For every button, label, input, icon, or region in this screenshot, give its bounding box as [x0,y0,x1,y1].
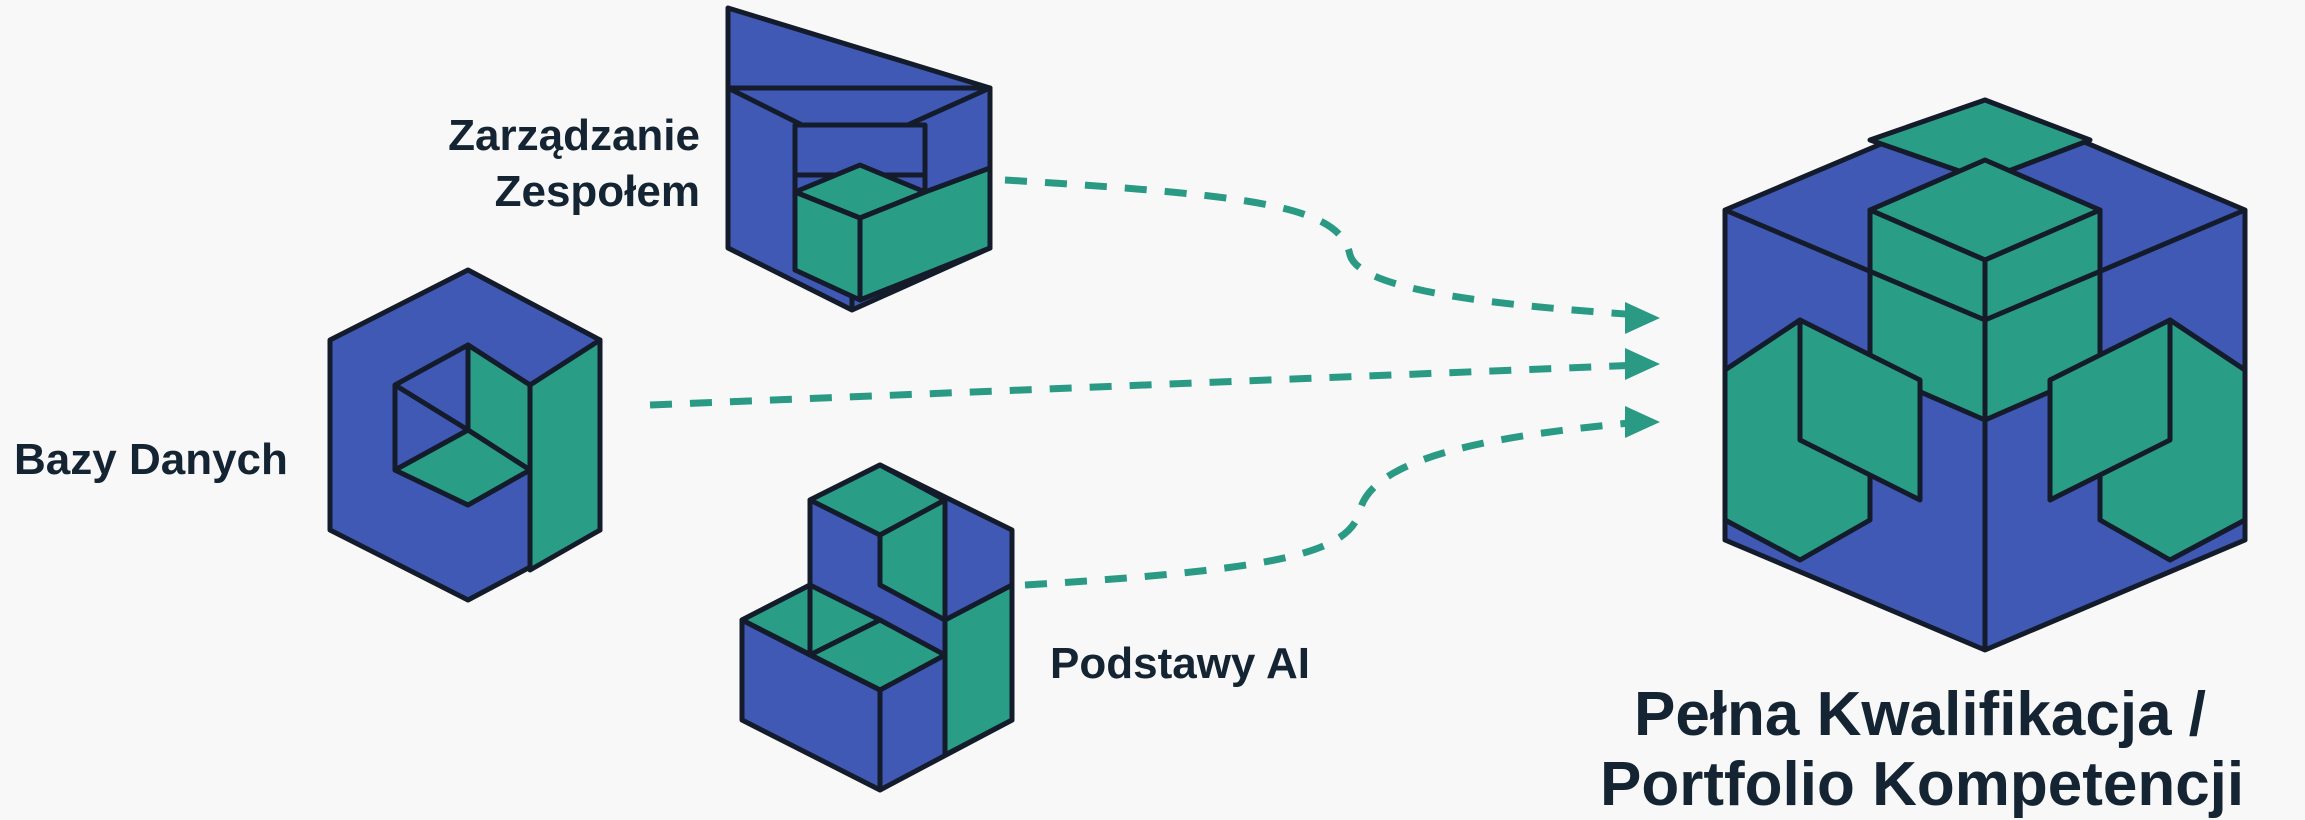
databases-module-label: Bazy Danych [14,432,288,488]
ai-basics-block-icon [739,462,1015,793]
management-label-line1: Zarządzanie [448,111,700,160]
qualification-label: Pełna Kwalifikacja / Portfolio Kompetenc… [1600,680,2245,820]
arrowhead-top [1625,302,1660,334]
management-label-line2: Zespołem [494,167,700,216]
databases-label: Bazy Danych [14,435,288,484]
arrow-management-to-qualification [1004,176,1644,320]
arrow-ai-to-qualification [1024,417,1644,589]
arrowhead-middle [1625,348,1660,380]
management-module-label: Zarządzanie Zespołem [400,108,700,220]
ai-basics-module-label: Podstawy AI [1050,636,1310,692]
management-cube-icon [725,5,993,313]
qualification-label-line2: Portfolio Kompetencji [1600,750,2245,819]
qualification-label-line1: Pełna Kwalifikacja / [1633,680,2207,749]
arrowhead-bottom [1625,406,1660,438]
databases-cube-icon [327,267,603,603]
ai-basics-label: Podstawy AI [1050,639,1310,688]
arrow-databases-to-qualification [649,360,1644,409]
qualification-cube-icon [1722,97,2248,653]
